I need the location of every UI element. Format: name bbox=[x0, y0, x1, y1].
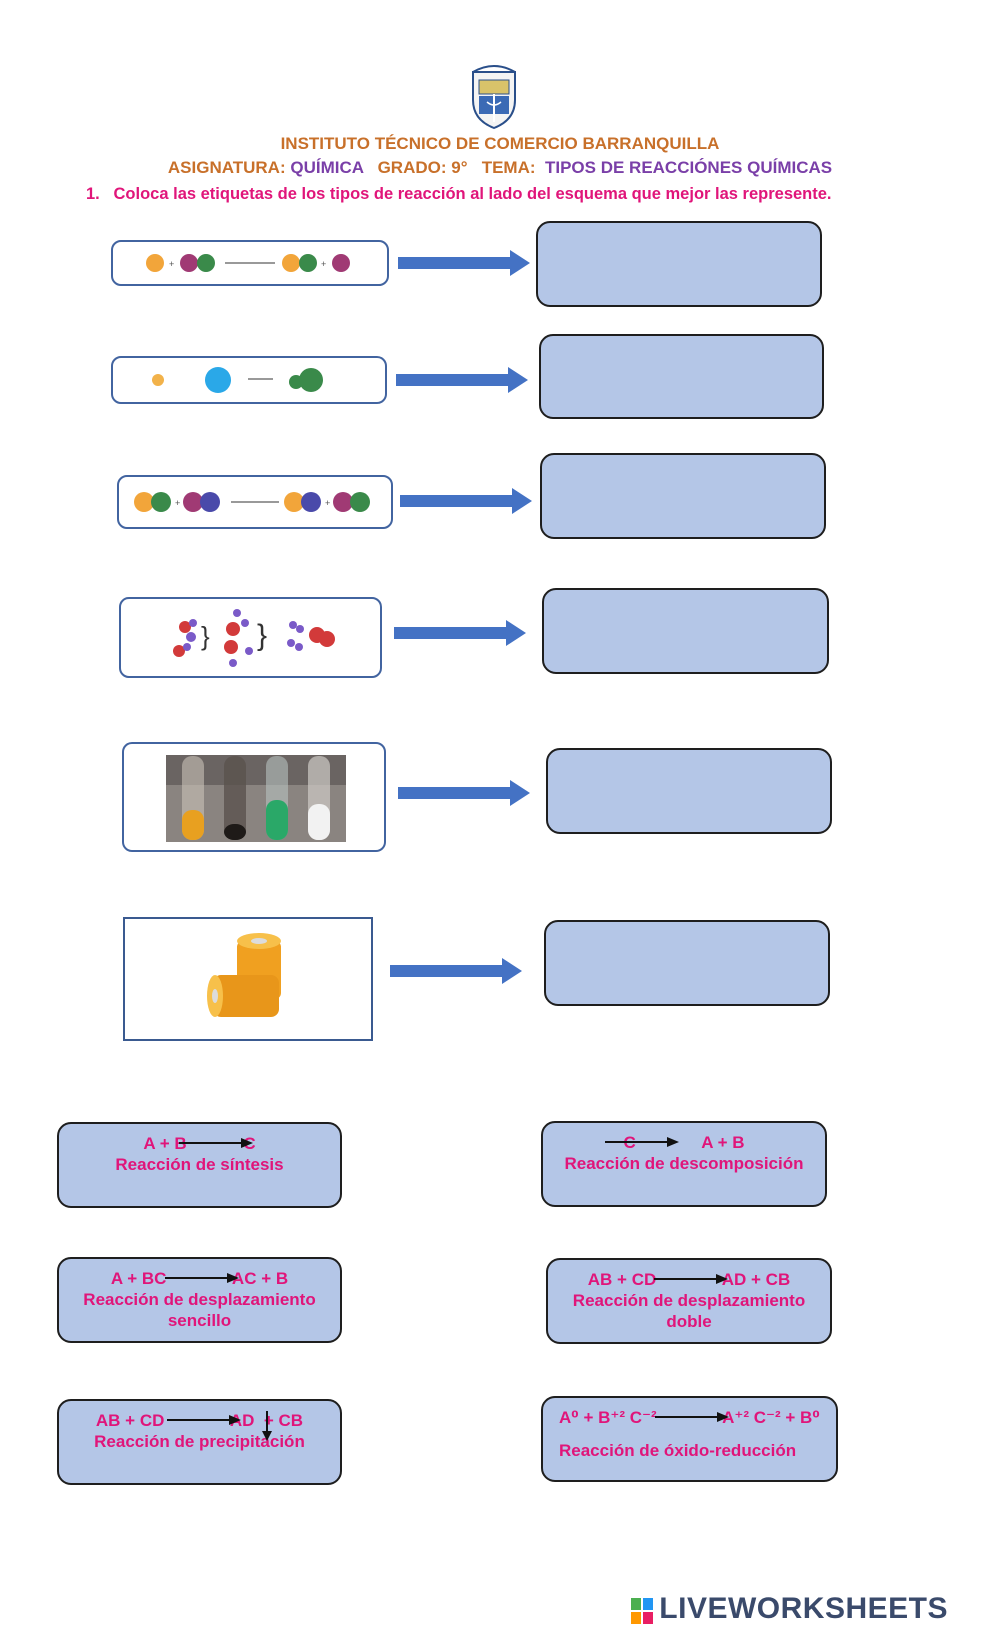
label-redox-equation: A⁰ + B⁺² C⁻² A⁺² C⁻² + B⁰ bbox=[559, 1408, 820, 1427]
arrow-row-4 bbox=[394, 620, 526, 646]
arrow-row-5 bbox=[398, 780, 530, 806]
scheme-4-decomposition: } } bbox=[119, 597, 382, 678]
answer-box-6[interactable] bbox=[544, 920, 830, 1006]
svg-text:+: + bbox=[169, 259, 174, 269]
answer-box-3[interactable] bbox=[540, 453, 826, 539]
arrow-row-6 bbox=[390, 958, 522, 984]
reaction-arrow-icon bbox=[605, 1137, 679, 1147]
scheme-5-precipitation-photo bbox=[122, 742, 386, 852]
topic-value: TIPOS DE REACCIÓNES QUÍMICAS bbox=[544, 158, 833, 177]
answer-box-2[interactable] bbox=[539, 334, 824, 419]
label-redox[interactable]: A⁰ + B⁺² C⁻² A⁺² C⁻² + B⁰ Reacción de óx… bbox=[541, 1396, 838, 1482]
institution-name: INSTITUTO TÉCNICO DE COMERCIO BARRANQUIL… bbox=[280, 134, 720, 153]
arrow-row-1 bbox=[398, 250, 530, 276]
answer-box-5[interactable] bbox=[546, 748, 832, 834]
label-decomposition-name: Reacción de descomposición bbox=[564, 1154, 804, 1173]
svg-text:+: + bbox=[325, 498, 330, 508]
arrow-row-3 bbox=[400, 488, 532, 514]
label-simple-displacement[interactable]: A + BC AC + B Reacción de desplazamiento… bbox=[57, 1257, 342, 1343]
subject-label: ASIGNATURA: bbox=[167, 158, 286, 177]
label-decomposition-equation: C A + B bbox=[623, 1133, 745, 1152]
subject-value: QUÍMICA bbox=[290, 158, 364, 177]
label-simple-displacement-equation: A + BC AC + B bbox=[110, 1269, 289, 1288]
reaction-arrow-icon bbox=[655, 1412, 729, 1422]
school-crest-logo bbox=[465, 60, 523, 130]
svg-text:+: + bbox=[175, 498, 180, 508]
label-precipitation[interactable]: AB + CD AD + CB Reacción de precipitació… bbox=[57, 1399, 342, 1485]
scheme-1-displacement-simple: + + bbox=[111, 240, 389, 286]
label-double-displacement[interactable]: AB + CD AD + CB Reacción de desplazamien… bbox=[546, 1258, 832, 1344]
answer-box-1[interactable] bbox=[536, 221, 822, 307]
svg-text:}: } bbox=[257, 619, 267, 652]
scheme-3-double-displacement: + + bbox=[117, 475, 393, 529]
reaction-arrow-icon bbox=[165, 1273, 239, 1283]
precipitate-down-arrow-icon bbox=[262, 1411, 272, 1441]
scheme-2-synthesis bbox=[111, 356, 387, 404]
label-redox-name: Reacción de óxido-reducción bbox=[559, 1441, 797, 1460]
brand-text: LIVEWORKSHEETS bbox=[659, 1592, 948, 1625]
label-double-displacement-equation: AB + CD AD + CB bbox=[587, 1270, 791, 1289]
reaction-arrow-icon bbox=[654, 1274, 728, 1284]
answer-box-4[interactable] bbox=[542, 588, 829, 674]
label-precipitation-equation: AB + CD AD + CB bbox=[95, 1411, 304, 1430]
label-decomposition[interactable]: C A + B Reacción de descomposición bbox=[541, 1121, 827, 1207]
svg-text:}: } bbox=[201, 621, 210, 651]
liveworksheets-logo-icon bbox=[631, 1598, 654, 1624]
course-info: ASIGNATURA: QUÍMICA GRADO: 9° TEMA: TIPO… bbox=[0, 158, 1000, 178]
grade-label: GRADO: bbox=[377, 158, 447, 177]
arrow-row-2 bbox=[396, 367, 528, 393]
label-double-displacement-name: Reacción de desplazamiento doble bbox=[572, 1291, 806, 1331]
grade-value: 9° bbox=[451, 158, 468, 177]
instruction-text: 1. Coloca las etiquetas de los tipos de … bbox=[86, 185, 832, 203]
label-precipitation-name: Reacción de precipitación bbox=[94, 1432, 305, 1451]
label-simple-displacement-name: Reacción de desplazamiento sencillo bbox=[83, 1290, 316, 1330]
label-synthesis-name: Reacción de síntesis bbox=[115, 1155, 284, 1174]
label-synthesis[interactable]: A + B C Reacción de síntesis bbox=[57, 1122, 342, 1208]
reaction-arrow-icon bbox=[167, 1415, 241, 1425]
topic-label: TEMA: bbox=[481, 158, 536, 177]
svg-text:+: + bbox=[321, 259, 326, 269]
reaction-arrow-icon bbox=[179, 1138, 253, 1148]
liveworksheets-brand: LIVEWORKSHEETS bbox=[631, 1592, 948, 1626]
scheme-6-redox-batteries bbox=[123, 917, 373, 1041]
